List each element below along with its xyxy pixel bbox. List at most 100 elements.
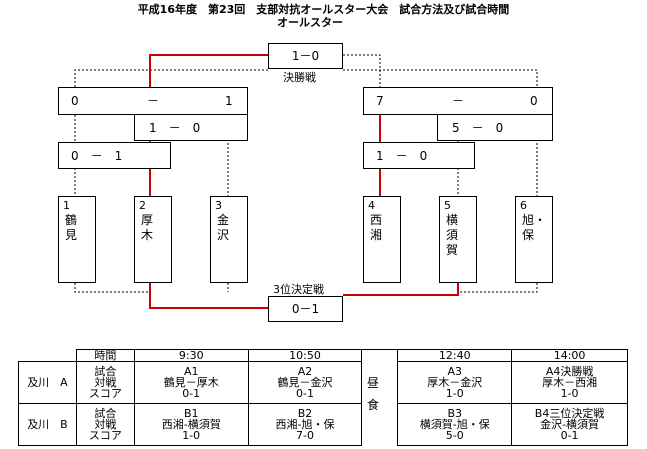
game-cell: A3 厚木－金沢 1-0 (397, 361, 513, 404)
game-cell: B2 西湘-旭・保 7-0 (247, 403, 363, 446)
team-name: 旭・保 (522, 213, 547, 242)
game-match: 西湘-旭・保 (275, 418, 335, 431)
game-match: 西湘-横須賀 (161, 418, 221, 431)
team-box: 5 横須賀 (439, 196, 477, 283)
team-number: 3 (215, 199, 222, 212)
game-score: 0-1 (296, 387, 314, 400)
left-semi-score-right: 1 (225, 94, 233, 108)
game-cell: A4決勝戦 厚木－西湘 1-0 (511, 361, 628, 404)
row-label: 対戦 (94, 376, 117, 389)
team-box: 1 鶴見 (58, 196, 96, 283)
game-cell: B3 横須賀-旭・保 5-0 (397, 403, 513, 446)
court-name: 及川 B (18, 403, 77, 446)
team-name: 金沢 (217, 213, 230, 242)
time-cell: 10:50 (247, 349, 363, 362)
third-place-label: 3位決定戦 (273, 283, 324, 296)
row-label: 試合 (94, 365, 117, 378)
game-code: B1 (183, 407, 199, 420)
game-score: 0-1 (182, 387, 201, 400)
game-score: 0-1 (560, 429, 579, 442)
schedule-table: 時間 9:30 10:50 12:40 14:00 及川 A 試合 対戦 スコア… (18, 349, 628, 446)
third-place-score-box: 0－1 (268, 296, 343, 322)
left-round1-box: 0 － 1 (58, 142, 171, 169)
game-match: 鶴見－厚木 (163, 376, 219, 389)
team-number: 6 (520, 199, 527, 212)
game-score: 1-0 (182, 429, 201, 442)
left-semi-score-dash: － (147, 94, 160, 108)
bracket-line (460, 283, 538, 293)
bracket-line (74, 69, 268, 87)
game-code: B2 (297, 407, 313, 420)
game-match: 厚木－金沢 (427, 376, 483, 389)
right-semi-score-dash: － (452, 94, 465, 108)
time-header: 時間 (75, 349, 135, 362)
winner-line (343, 54, 381, 87)
game-score: 7-0 (296, 429, 314, 442)
right-quarter-box: 5 － 0 (437, 114, 553, 141)
right-semi-box: 7 － 0 (363, 87, 553, 115)
row-labels: 試合 対戦 スコア (75, 361, 135, 404)
left-semi-score-left: 0 (71, 94, 79, 108)
bracket-line (74, 283, 150, 293)
team-box: 3 金沢 (210, 196, 248, 283)
table-header-row: 時間 9:30 10:50 12:40 14:00 (19, 349, 628, 446)
game-cell: A1 鶴見－厚木 0-1 (133, 361, 249, 404)
right-round1-score: 1 － 0 (376, 149, 428, 163)
game-code: A1 (183, 365, 199, 378)
page-title: 平成16年度 第23回 支部対抗オールスター大会 試合方法及び試合時間 (137, 3, 510, 16)
game-score: 5-0 (445, 429, 464, 442)
left-round1-score: 0 － 1 (71, 149, 123, 163)
team-number: 1 (63, 199, 70, 212)
left-quarter-box: 1 － 0 (134, 114, 248, 141)
right-quarter-score: 5 － 0 (452, 121, 504, 135)
left-semi-box: 0 － 1 (58, 87, 248, 115)
team-name: 厚木 (141, 213, 154, 242)
winner-line (149, 283, 268, 309)
lunch-label: 昼食 (366, 376, 379, 412)
team-name: 鶴見 (65, 213, 78, 242)
winner-line (343, 283, 459, 296)
table-corner (19, 350, 77, 362)
final-label: 決勝戦 (283, 71, 316, 84)
row-label: 試合 (94, 407, 117, 420)
team-box: 4 西湘 (363, 196, 401, 283)
game-cell: B4三位決定戦 金沢-横須賀 0-1 (511, 403, 628, 446)
row-label: 対戦 (94, 418, 117, 431)
final-score-box: 1－0 (268, 43, 343, 69)
right-semi-score-left: 7 (376, 94, 384, 108)
team-box: 2 厚木 (134, 196, 172, 283)
team-box: 6 旭・保 (515, 196, 553, 283)
bracket-line (343, 69, 538, 87)
third-place-score: 0－1 (291, 302, 320, 316)
court-name: 及川 A (18, 361, 77, 404)
team-name: 横須賀 (446, 213, 459, 257)
game-match: 横須賀-旭・保 (419, 418, 490, 431)
table-row: 及川 A 試合 対戦 スコア A1 鶴見－厚木 0-1 A2 鶴見－金沢 0-1… (18, 361, 628, 404)
time-cell: 9:30 (133, 349, 249, 362)
right-round1-box: 1 － 0 (363, 142, 475, 169)
game-cell: B1 西湘-横須賀 1-0 (133, 403, 249, 446)
row-labels: 試合 対戦 スコア (75, 403, 135, 446)
row-label: スコア (88, 429, 122, 442)
game-match: 厚木－西湘 (542, 376, 598, 389)
time-cell: 12:40 (397, 349, 513, 362)
time-cell: 14:00 (511, 349, 628, 362)
game-code: A4決勝戦 (545, 365, 594, 378)
game-code: A2 (297, 365, 313, 378)
team-number: 5 (444, 199, 451, 212)
team-name: 西湘 (370, 213, 383, 242)
team-number: 4 (368, 199, 375, 212)
team-number: 2 (139, 199, 146, 212)
game-code: A3 (447, 365, 463, 378)
game-code: B4三位決定戦 (534, 407, 605, 420)
winner-line (149, 54, 268, 87)
left-quarter-score: 1 － 0 (149, 121, 201, 135)
game-match: 鶴見－金沢 (277, 376, 333, 389)
game-code: B3 (447, 407, 463, 420)
game-match: 金沢-横須賀 (540, 418, 600, 431)
game-score: 1-0 (445, 387, 464, 400)
page-subtitle: オールスター (277, 16, 343, 29)
final-score: 1－0 (291, 49, 320, 63)
right-semi-score-right: 0 (530, 94, 538, 108)
game-cell: A2 鶴見－金沢 0-1 (247, 361, 363, 404)
